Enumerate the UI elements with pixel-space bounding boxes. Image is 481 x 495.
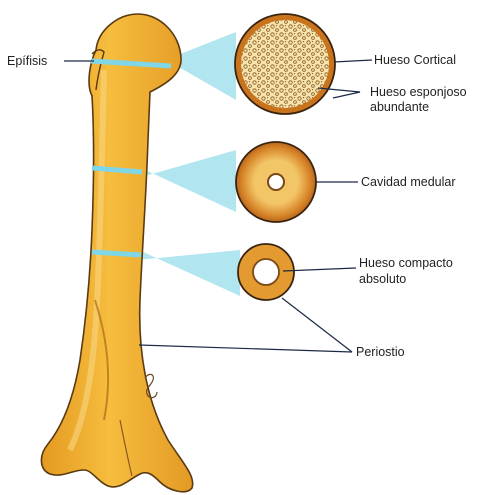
label-hueso-esponjoso-line2: abundante <box>370 100 429 114</box>
label-hueso-cortical: Hueso Cortical <box>374 53 456 67</box>
leader-hueso-cortical <box>334 60 372 62</box>
cross-section-epiphysis <box>235 14 335 114</box>
label-hueso-compacto-line1: Hueso compacto <box>359 256 453 270</box>
projection-cone-middle <box>138 150 236 212</box>
cut-band-diaphysis-lower <box>92 252 141 255</box>
leader-periostio-bone <box>139 345 352 352</box>
cross-section-diaphysis <box>236 142 316 222</box>
label-hueso-esponjoso-line1: Hueso esponjoso <box>370 85 467 99</box>
label-periostio: Periostio <box>356 345 405 359</box>
leader-periostio-ring <box>282 298 352 352</box>
cross-section-compact <box>238 244 294 300</box>
label-cavidad-medular: Cavidad medular <box>361 175 456 189</box>
label-hueso-compacto-line2: absoluto <box>359 272 406 286</box>
projection-cone-bottom <box>138 250 240 296</box>
label-epifisis: Epífisis <box>7 54 47 68</box>
